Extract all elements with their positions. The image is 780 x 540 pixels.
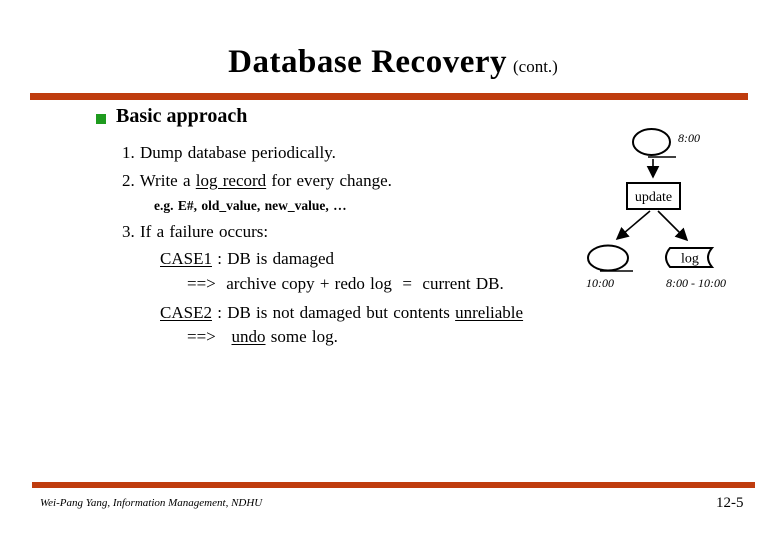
case2-middle: : DB is not damaged but contents (211, 303, 456, 322)
title-suffix: (cont.) (513, 57, 558, 76)
list-item-3: 3. If a failure occurs: (122, 222, 269, 241)
page-title: Database Recovery (cont.) (0, 44, 780, 81)
case2-result-pre (216, 327, 232, 346)
time-label-bottom-right: 8:00 - 10:00 (666, 276, 726, 290)
case1-rest: : DB is damaged (211, 249, 335, 268)
log-label: log (681, 252, 699, 267)
case2-arrow: ==> (187, 327, 216, 346)
db-state-top-ellipse (632, 128, 671, 156)
case2-result-post: some log. (265, 327, 338, 346)
case2-line: CASE2 : DB is not damaged but contents u… (160, 303, 523, 323)
case2-label: CASE2 (160, 303, 212, 322)
list-item-2: 2. Write a log record for every change. (122, 171, 392, 191)
case1-arrow: ==> (187, 274, 216, 293)
time-label-top: 8:00 (678, 131, 700, 145)
arrow-update-to-db (615, 210, 651, 241)
db-state-bottom-ellipse (587, 244, 629, 272)
arrow-update-to-log (657, 210, 689, 242)
item2-underlined: log record (195, 171, 267, 190)
case1-line: CASE1 : DB is damaged (160, 249, 334, 269)
case2-result-underlined: undo (231, 327, 266, 346)
recovery-diagram: 8:00 update 10:00 log 8:00 - 10:00 (570, 120, 770, 300)
update-process-box (626, 182, 681, 210)
case1-result-line: ==> archive copy + redo log = current DB… (187, 274, 504, 294)
update-process-label: update (635, 190, 672, 205)
case1-result-text: archive copy + redo log = current DB. (215, 274, 504, 293)
footer-credit: Wei-Pang Yang, Information Management, N… (40, 497, 263, 509)
title-text: Database Recovery (228, 44, 507, 80)
time-label-bottom-left: 10:00 (586, 276, 614, 290)
case2-underlined: unreliable (455, 303, 524, 322)
list-item-1: 1. Dump database periodically. (122, 143, 336, 162)
title-rule (30, 93, 748, 100)
footer-rule (32, 482, 755, 488)
section-heading: Basic approach (116, 105, 248, 127)
page-number: 12-5 (716, 495, 744, 511)
item2-post: for every change. (266, 171, 392, 190)
item2-pre: 2. Write a (122, 171, 196, 190)
bullet-square-icon (96, 114, 106, 124)
list-item-2-note: e.g. E#, old_value, new_value, … (154, 198, 347, 213)
log-stored-data-shape (665, 247, 715, 268)
case1-label: CASE1 (160, 249, 212, 268)
case2-result-line: ==> undo some log. (187, 327, 338, 347)
